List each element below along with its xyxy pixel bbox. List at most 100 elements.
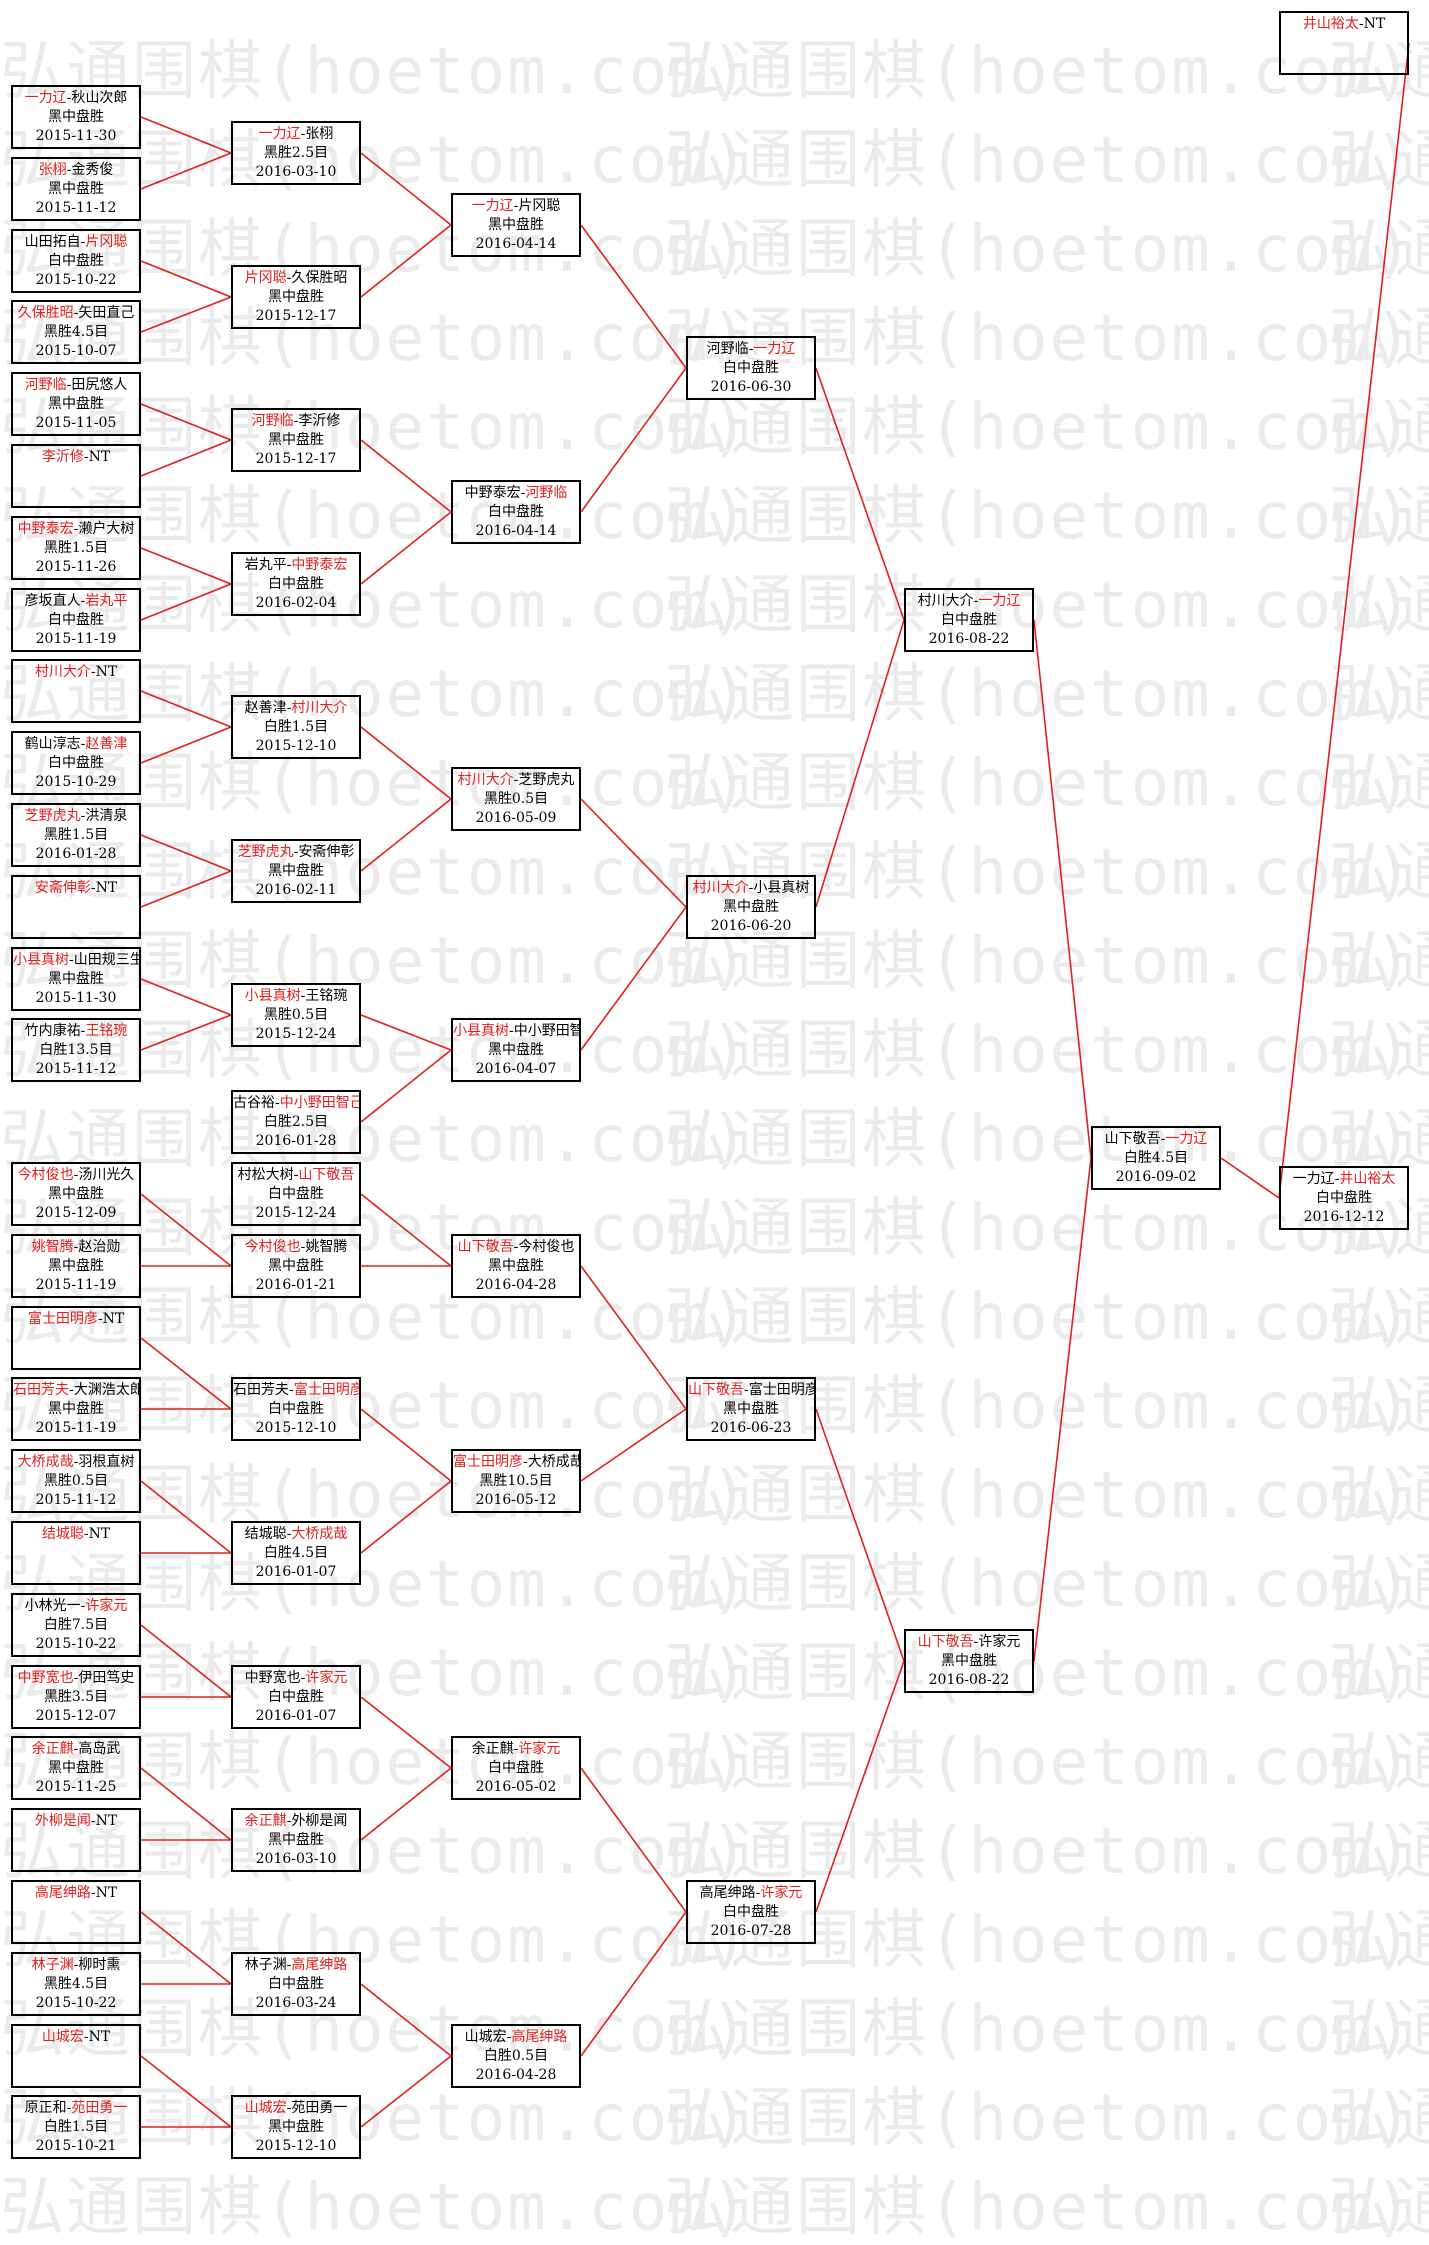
match-players: 山城宏-苑田勇一 <box>233 2099 359 2118</box>
player-2: 一力辽 <box>1165 1131 1208 1147</box>
bracket-connector <box>580 224 687 369</box>
player-separator: - <box>293 1167 299 1183</box>
bracket-connector <box>360 439 452 513</box>
match-date: 2015-11-19 <box>35 1277 117 1293</box>
player-1: 安斋伸彰 <box>34 880 91 896</box>
player-1: 古谷裕 <box>233 1095 275 1111</box>
player-separator: - <box>73 1454 79 1470</box>
player-separator: - <box>286 2100 292 2116</box>
player-1: 中野宽也 <box>244 1670 301 1686</box>
bracket-connector <box>360 1014 452 1051</box>
match-result: 白中盘胜 <box>48 253 104 269</box>
player-1: 李沂修 <box>41 449 84 465</box>
player-1: 结城聪 <box>41 1526 84 1542</box>
player-1: 彦坂直人 <box>24 593 81 609</box>
player-2: 一力辽 <box>753 341 796 357</box>
match-players: 高尾绅路-许家元 <box>688 1884 814 1903</box>
player-separator: - <box>80 1023 86 1039</box>
bracket-connector <box>360 1408 452 1482</box>
match-result: 白中盘胜 <box>1316 1190 1372 1206</box>
player-1: 片冈聪 <box>244 270 287 286</box>
match-date: 2016-03-24 <box>255 1995 337 2011</box>
player-2: 秋山次郎 <box>71 90 128 106</box>
match-players: 山下敬吾-今村俊也 <box>453 1238 579 1257</box>
match-players: 久保胜昭-矢田直己 <box>13 304 139 323</box>
match-date: 2015-12-10 <box>255 738 337 754</box>
match-result: 白中盘胜 <box>723 360 779 376</box>
match-result: 白胜4.5目 <box>263 1545 329 1561</box>
player-1: 今村俊也 <box>244 1239 301 1255</box>
match-result: 黑中盘胜 <box>268 289 324 305</box>
match-date: 2016-01-28 <box>35 846 117 862</box>
bracket-connector <box>360 152 452 226</box>
match-result: 白中盘胜 <box>488 1760 544 1776</box>
match-date: 2015-11-19 <box>35 1420 117 1436</box>
match-players: 山下敬吾-富士田明彦 <box>688 1381 814 1400</box>
player-1: 村川大介 <box>457 772 514 788</box>
player-1: 山下敬吾 <box>688 1382 744 1398</box>
match-players: 一力辽-张栩 <box>233 125 359 144</box>
match-result: 黑中盘胜 <box>941 1653 997 1669</box>
player-2: 安斋伸彰 <box>298 844 355 860</box>
player-1: 河野临 <box>706 341 749 357</box>
player-1: 岩丸平 <box>244 557 287 573</box>
bracket-connector <box>360 1193 452 1267</box>
player-2: 河野临 <box>525 485 568 501</box>
player-2: NT <box>95 880 118 896</box>
bracket-connector <box>360 1696 452 1769</box>
player-2: 中野泰宏 <box>291 557 348 573</box>
match-box: 井山裕太-NT <box>1279 11 1409 75</box>
player-separator: - <box>80 234 86 250</box>
player-2: 赵善津 <box>85 736 128 752</box>
bracket-connector <box>580 798 687 908</box>
match-players: 村川大介-芝野虎丸 <box>453 771 579 790</box>
player-separator: - <box>755 1885 761 1901</box>
match-result: 黑中盘胜 <box>48 1258 104 1274</box>
player-1: 石田芳夫 <box>13 1382 69 1398</box>
match-players: 井山裕太-NT <box>1281 15 1407 34</box>
match-box: 李沂修-NT <box>11 444 141 508</box>
player-2: 久保胜昭 <box>291 270 348 286</box>
match-date: 2015-10-29 <box>35 774 117 790</box>
player-1: 鹤山淳志 <box>24 736 81 752</box>
player-2: 片冈聪 <box>518 198 561 214</box>
player-2: 许家元 <box>518 1741 561 1757</box>
player-separator: - <box>73 1670 79 1686</box>
player-1: 富士田明彦 <box>453 1454 523 1470</box>
player-2: 小县真树 <box>753 880 810 896</box>
match-players: 山城宏-NT <box>13 2028 139 2047</box>
match-box: 富士田明彦-NT <box>11 1306 141 1370</box>
player-2: 苑田勇一 <box>71 2100 128 2116</box>
player-1: 今村俊也 <box>17 1167 74 1183</box>
player-separator: - <box>286 1957 292 1973</box>
player-2: 张栩 <box>305 126 334 142</box>
match-date: 2015-11-12 <box>35 1061 117 1077</box>
match-result: 白中盘胜 <box>48 755 104 771</box>
player-2: 赵治勋 <box>78 1239 121 1255</box>
player-separator: - <box>80 808 86 824</box>
match-box: 外柳是闻-NT <box>11 1808 141 1872</box>
player-1: 结城聪 <box>244 1526 287 1542</box>
player-separator: - <box>66 377 72 393</box>
match-date: 2015-11-05 <box>35 415 117 431</box>
bracket-connector <box>140 978 232 1016</box>
match-date: 2015-11-30 <box>35 128 117 144</box>
match-result: 黑胜3.5目 <box>43 1689 109 1705</box>
player-2: NT <box>95 1885 118 1901</box>
match-date: 2015-10-21 <box>35 2138 117 2154</box>
player-2: 高尾绅路 <box>291 1957 348 1973</box>
player-separator: - <box>523 1454 528 1470</box>
